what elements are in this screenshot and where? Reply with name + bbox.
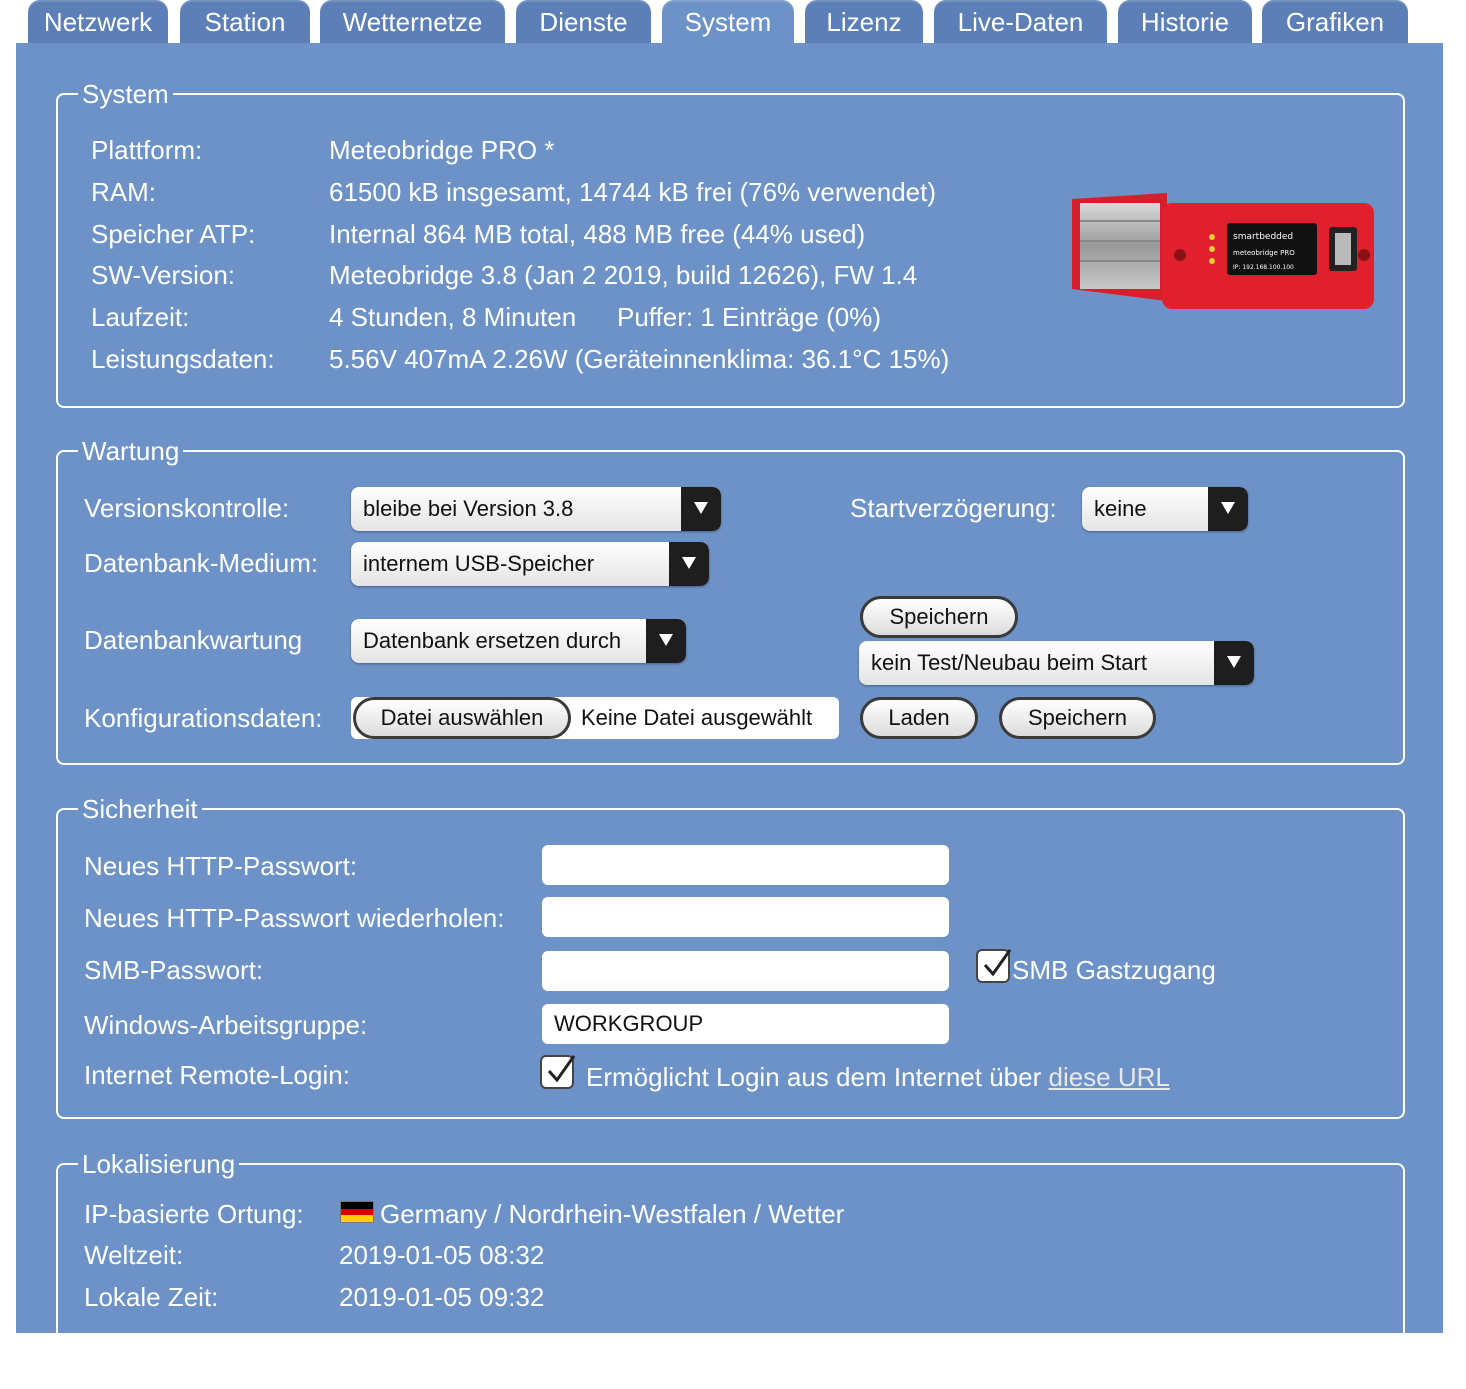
lokalisierung-section: Lokalisierung	[56, 1149, 1405, 1389]
tab-dienste[interactable]: Dienste	[516, 0, 651, 44]
db-medium-select[interactable]: internem USB-Speicher	[351, 542, 709, 586]
ip-location-value: Germany / Nordrhein-Westfalen / Wetter	[380, 1199, 845, 1229]
tab-bar: Netzwerk Station Wetternetze Dienste Sys…	[0, 0, 1466, 44]
remote-login-url-link[interactable]: diese URL	[1048, 1062, 1170, 1092]
tab-netzwerk[interactable]: Netzwerk	[28, 0, 168, 44]
version-control-label: Versionskontrolle:	[84, 493, 290, 523]
remote-login-description: Ermöglicht Login aus dem Internet über	[586, 1062, 1049, 1092]
config-load-button[interactable]: Laden	[860, 697, 978, 739]
workgroup-label: Windows-Arbeitsgruppe:	[84, 1010, 368, 1040]
config-data-label: Konfigurationsdaten:	[84, 703, 323, 733]
world-time-value: 2019-01-05 08:32	[339, 1240, 545, 1270]
choose-file-button[interactable]: Datei auswählen	[353, 697, 571, 739]
tab-live-daten[interactable]: Live-Daten	[934, 0, 1107, 44]
remote-login-text: Ermöglicht Login aus dem Internet über d…	[586, 1062, 1170, 1093]
sw-version-label: SW-Version:	[91, 260, 236, 290]
ram-value: 61500 kB insgesamt, 14744 kB frei (76% v…	[329, 177, 937, 207]
smb-password-label: SMB-Passwort:	[84, 955, 264, 985]
sicherheit-section: Sicherheit	[56, 794, 1405, 1119]
remote-login-checkbox[interactable]	[540, 1055, 576, 1089]
smb-guest-label: SMB Gastzugang	[1012, 955, 1216, 985]
db-medium-label: Datenbank-Medium:	[84, 548, 319, 578]
power-label: Leistungsdaten:	[91, 344, 275, 374]
http-password-repeat-input[interactable]	[542, 897, 949, 937]
tab-system[interactable]: System	[662, 0, 794, 44]
http-password-input[interactable]	[542, 845, 949, 885]
local-time-value: 2019-01-05 09:32	[339, 1282, 545, 1312]
platform-value: Meteobridge PRO *	[329, 135, 555, 165]
http-password-label: Neues HTTP-Passwort:	[84, 851, 358, 881]
ram-label: RAM:	[91, 177, 156, 207]
smb-password-input[interactable]	[542, 951, 949, 991]
config-save-button[interactable]: Speichern	[999, 697, 1156, 739]
startup-test-select[interactable]: kein Test/Neubau beim Start	[859, 641, 1254, 685]
db-save-button[interactable]: Speichern	[860, 596, 1018, 638]
tab-station[interactable]: Station	[180, 0, 310, 44]
device-brand-text: smartbedded	[1233, 232, 1293, 242]
device-ip-text: IP: 192.168.100.100	[1233, 264, 1294, 271]
db-maintenance-value: Datenbank ersetzen durch	[363, 628, 622, 653]
version-control-select[interactable]: bleibe bei Version 3.8	[351, 487, 721, 531]
tab-grafiken[interactable]: Grafiken	[1262, 0, 1408, 44]
db-maintenance-label: Datenbankwartung	[84, 625, 303, 655]
meteobridge-device-image: smartbedded meteobridge PRO IP: 192.168.…	[1062, 189, 1376, 311]
chevron-down-icon	[681, 487, 721, 531]
db-medium-value: internem USB-Speicher	[363, 551, 595, 576]
germany-flag-icon	[340, 1201, 374, 1223]
content-panel: System Plattform: Meteobridge PRO * RAM:…	[16, 43, 1443, 1389]
startup-test-value: kein Test/Neubau beim Start	[871, 650, 1147, 675]
remote-login-label: Internet Remote-Login:	[84, 1060, 350, 1090]
file-status-text: Keine Datei ausgewählt	[581, 705, 813, 730]
workgroup-input[interactable]	[542, 1004, 949, 1044]
start-delay-select[interactable]: keine	[1082, 487, 1248, 531]
tab-wetternetze[interactable]: Wetternetze	[320, 0, 505, 44]
chevron-down-icon	[1214, 641, 1254, 685]
chevron-down-icon	[669, 542, 709, 586]
start-delay-value: keine	[1094, 496, 1147, 521]
world-time-label: Weltzeit:	[84, 1240, 184, 1270]
buffer-value: Puffer: 1 Einträge (0%)	[617, 302, 881, 332]
sicherheit-legend: Sicherheit	[82, 794, 198, 824]
lokalisierung-legend: Lokalisierung	[82, 1149, 236, 1179]
smb-guest-checkbox[interactable]	[976, 949, 1012, 983]
checkmark-icon	[983, 949, 1012, 977]
storage-value: Internal 864 MB total, 488 MB free (44% …	[329, 219, 866, 249]
http-password-repeat-label: Neues HTTP-Passwort wiederholen:	[84, 903, 505, 933]
checkmark-icon	[547, 1055, 576, 1083]
start-delay-label: Startverzögerung:	[850, 493, 1057, 523]
power-value: 5.56V 407mA 2.26W (Geräteinnenklima: 36.…	[329, 344, 950, 374]
storage-label: Speicher ATP:	[91, 219, 256, 249]
local-time-label: Lokale Zeit:	[84, 1282, 219, 1312]
uptime-value: 4 Stunden, 8 Minuten	[329, 302, 577, 332]
wartung-legend: Wartung	[82, 436, 180, 466]
db-maintenance-select[interactable]: Datenbank ersetzen durch	[351, 619, 686, 663]
platform-label: Plattform:	[91, 135, 203, 165]
tab-lizenz[interactable]: Lizenz	[805, 0, 923, 44]
config-file-input[interactable]: Datei auswählen Keine Datei ausgewählt	[351, 697, 839, 739]
system-legend: System	[82, 79, 169, 109]
wartung-section: Wartung	[56, 436, 1405, 765]
chevron-down-icon	[646, 619, 686, 663]
chevron-down-icon	[1208, 487, 1248, 531]
device-model-text: meteobridge PRO	[1233, 249, 1295, 257]
version-control-value: bleibe bei Version 3.8	[363, 496, 574, 521]
sw-version-value: Meteobridge 3.8 (Jan 2 2019, build 12626…	[329, 260, 918, 290]
uptime-label: Laufzeit:	[91, 302, 190, 332]
system-section: System	[56, 79, 1405, 408]
ip-location-label: IP-basierte Ortung:	[84, 1199, 304, 1229]
tab-historie[interactable]: Historie	[1118, 0, 1252, 44]
